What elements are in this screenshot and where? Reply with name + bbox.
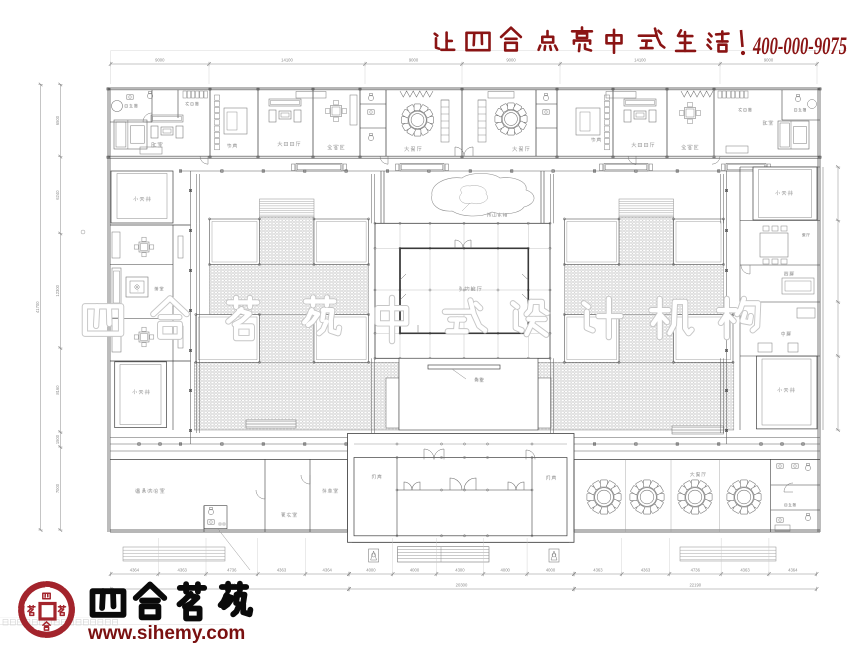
svg-text:41700: 41700	[35, 301, 40, 313]
svg-text:8160: 8160	[55, 385, 60, 395]
svg-text:4300: 4300	[455, 567, 465, 572]
svg-text:9000: 9000	[155, 57, 165, 62]
svg-text:22190: 22190	[689, 582, 701, 587]
svg-text:14100: 14100	[281, 57, 293, 62]
svg-text:4000: 4000	[410, 567, 420, 572]
svg-text:4363: 4363	[593, 567, 603, 572]
svg-text:4363: 4363	[740, 567, 750, 572]
svg-text:4000: 4000	[366, 567, 376, 572]
svg-text:4000: 4000	[501, 567, 511, 572]
svg-text:4364: 4364	[323, 567, 333, 572]
svg-text:4364: 4364	[130, 567, 140, 572]
svg-text:9000: 9000	[506, 57, 516, 62]
svg-text:12300: 12300	[55, 284, 60, 296]
svg-text:4736: 4736	[227, 567, 237, 572]
svg-text:20300: 20300	[456, 582, 468, 587]
svg-text:4363: 4363	[277, 567, 287, 572]
svg-text:6240: 6240	[55, 190, 60, 200]
svg-text:4363: 4363	[178, 567, 188, 572]
svg-text:6500: 6500	[55, 115, 60, 125]
svg-text:4364: 4364	[788, 567, 798, 572]
svg-text:7000: 7000	[55, 483, 60, 493]
svg-text:www.sihemy.com: www.sihemy.com	[87, 623, 245, 644]
svg-text:9000: 9000	[764, 57, 774, 62]
svg-text:9000: 9000	[409, 57, 419, 62]
svg-text:1500: 1500	[55, 434, 60, 444]
svg-text:4736: 4736	[691, 567, 701, 572]
svg-text:400-000-9075: 400-000-9075	[752, 33, 847, 60]
svg-text:14100: 14100	[634, 57, 646, 62]
svg-text:4363: 4363	[641, 567, 651, 572]
svg-text:4000: 4000	[546, 567, 556, 572]
